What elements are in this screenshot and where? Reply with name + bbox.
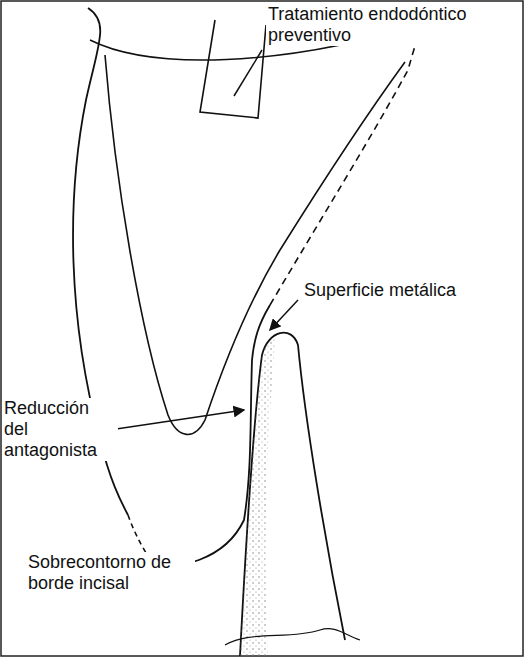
callout-label: Sobrecontorno de borde incisal	[26, 552, 195, 594]
callout-label: Reducción del antagonista	[2, 398, 118, 461]
callout-label: Tratamiento endodóntico preventivo	[266, 4, 510, 46]
callout-label: Superficie metálica	[302, 280, 458, 301]
